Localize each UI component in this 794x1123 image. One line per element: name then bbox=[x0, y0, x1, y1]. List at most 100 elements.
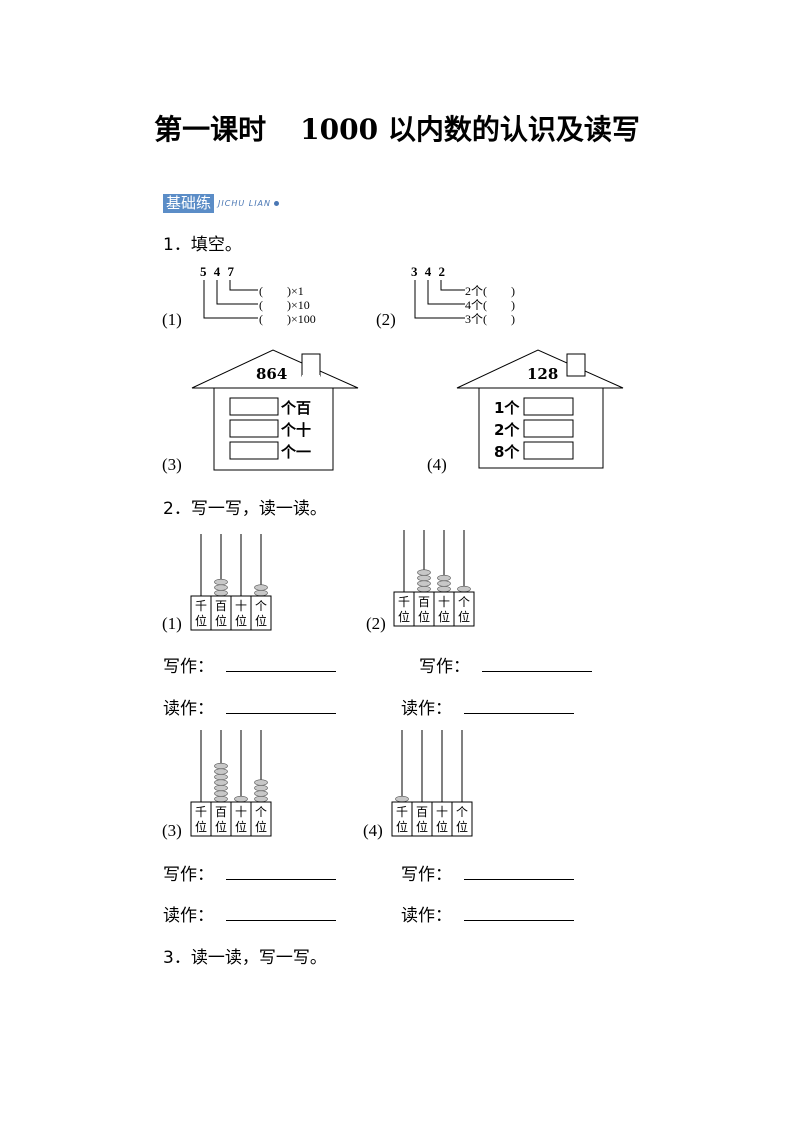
q1-part2-label: (2) bbox=[376, 310, 396, 329]
abacus-bead bbox=[417, 569, 431, 576]
place-label: 百 bbox=[416, 805, 428, 819]
place-label: 百 bbox=[215, 599, 227, 613]
place-label: 位 bbox=[235, 819, 247, 834]
q1-part1-bracket-lines bbox=[203, 280, 258, 319]
read-answer-1[interactable] bbox=[226, 713, 336, 714]
read-answer-4[interactable] bbox=[464, 920, 574, 921]
abacus-bead bbox=[214, 768, 228, 775]
place-label: 位 bbox=[215, 819, 227, 834]
place-label: 位 bbox=[438, 609, 450, 624]
place-label: 位 bbox=[418, 609, 430, 624]
write-label-2: 写作： bbox=[419, 657, 470, 677]
write-answer-2[interactable] bbox=[482, 671, 592, 672]
q1-part1-line-3: ( )×100 bbox=[259, 312, 316, 326]
place-label: 位 bbox=[416, 819, 428, 834]
place-label: 位 bbox=[195, 613, 207, 628]
q1-part1-digits: 5 4 7 bbox=[200, 264, 236, 279]
read-answer-3[interactable] bbox=[226, 920, 336, 921]
abacus-2-label: (2) bbox=[366, 614, 386, 633]
write-answer-4[interactable] bbox=[464, 879, 574, 880]
place-label: 百 bbox=[215, 805, 227, 819]
abacus-bead bbox=[214, 578, 228, 586]
q1-part1-label: (1) bbox=[162, 310, 182, 329]
read-label-2: 读作： bbox=[401, 699, 452, 719]
question-3-heading: 3．读一读，写一写。 bbox=[163, 948, 327, 968]
abacus-bead bbox=[254, 795, 268, 803]
q1-part1-line-2: ( )×10 bbox=[259, 298, 310, 312]
q1-part2-bracket-lines bbox=[414, 280, 465, 319]
place-label: 十 bbox=[436, 805, 448, 819]
abacus-bead bbox=[437, 580, 451, 587]
place-label: 千 bbox=[398, 595, 410, 609]
abacus-bead bbox=[254, 589, 268, 597]
write-label-3: 写作： bbox=[163, 865, 214, 885]
q1-part3-unit-2: 个十 bbox=[281, 421, 312, 439]
abacus-bead bbox=[214, 790, 228, 797]
abacus-bead bbox=[395, 795, 409, 803]
question-2-heading: 2．写一写，读一读。 bbox=[163, 499, 327, 519]
q1-part3-unit-3: 个一 bbox=[281, 443, 312, 461]
abacus-bead bbox=[214, 784, 228, 792]
q1-part2-line-3: 3个( ) bbox=[465, 312, 515, 326]
pin-dot-icon bbox=[274, 201, 280, 206]
abacus-cell bbox=[250, 801, 272, 837]
q1-part4-house-icon bbox=[456, 349, 624, 469]
write-label-1: 写作： bbox=[163, 657, 214, 677]
q1-part2-digits: 3 4 2 bbox=[411, 264, 447, 279]
abacus-bead bbox=[254, 779, 268, 786]
q1-part3-house-icon bbox=[191, 349, 359, 471]
write-label-4: 写作： bbox=[401, 865, 452, 885]
q1-part4-count-2: 2个 bbox=[494, 421, 520, 439]
place-label: 位 bbox=[456, 819, 468, 834]
read-answer-2[interactable] bbox=[464, 713, 574, 714]
section-tag-label: 基础练 bbox=[163, 194, 215, 213]
question-1-heading: 1．填空。 bbox=[163, 235, 242, 255]
abacus-bead bbox=[214, 779, 228, 786]
q1-part1-line-1: ( )×1 bbox=[259, 284, 304, 298]
place-label: 个 bbox=[458, 595, 470, 609]
abacus-bead bbox=[437, 574, 451, 582]
abacus-bead bbox=[214, 795, 228, 803]
place-label: 百 bbox=[418, 595, 430, 609]
place-label: 位 bbox=[255, 613, 267, 628]
place-label: 位 bbox=[215, 613, 227, 628]
place-label: 千 bbox=[396, 805, 408, 819]
title-lesson: 第一课时 bbox=[154, 113, 267, 146]
abacus-bead bbox=[214, 773, 228, 781]
place-label: 位 bbox=[235, 613, 247, 628]
abacus-bead bbox=[254, 784, 268, 792]
place-label: 位 bbox=[458, 609, 470, 624]
abacus-bead bbox=[214, 762, 228, 770]
abacus-cell bbox=[250, 595, 272, 631]
write-answer-1[interactable] bbox=[226, 671, 336, 672]
read-label-1: 读作： bbox=[163, 699, 214, 719]
place-label: 十 bbox=[438, 595, 450, 609]
abacus-bead bbox=[254, 790, 268, 797]
place-label: 位 bbox=[398, 609, 410, 624]
place-label: 十 bbox=[235, 599, 247, 613]
write-answer-3[interactable] bbox=[226, 879, 336, 880]
abacus-cell bbox=[451, 801, 473, 837]
title-topic: 1000 以内数的认识及读写 bbox=[300, 113, 640, 146]
abacus-bead bbox=[214, 589, 228, 597]
abacus-1-label: (1) bbox=[162, 614, 182, 633]
q1-part4-count-3: 8个 bbox=[494, 443, 520, 461]
q1-part4-count-1: 1个 bbox=[494, 399, 520, 417]
q1-part4-label: (4) bbox=[427, 455, 447, 474]
q1-part4-number: 128 bbox=[527, 365, 559, 383]
place-label: 个 bbox=[255, 805, 267, 819]
place-label: 位 bbox=[255, 819, 267, 834]
q1-part2-line-1: 2个( ) bbox=[465, 284, 515, 298]
place-label: 位 bbox=[195, 819, 207, 834]
section-tag: 基础练 JICHU LIAN bbox=[163, 194, 280, 213]
q1-part3-number: 864 bbox=[256, 365, 288, 383]
q1-part3-unit-1: 个百 bbox=[281, 399, 312, 417]
place-label: 个 bbox=[456, 805, 468, 819]
place-label: 位 bbox=[436, 819, 448, 834]
q1-part2-line-2: 4个( ) bbox=[465, 298, 515, 312]
abacus-bead bbox=[214, 584, 228, 591]
